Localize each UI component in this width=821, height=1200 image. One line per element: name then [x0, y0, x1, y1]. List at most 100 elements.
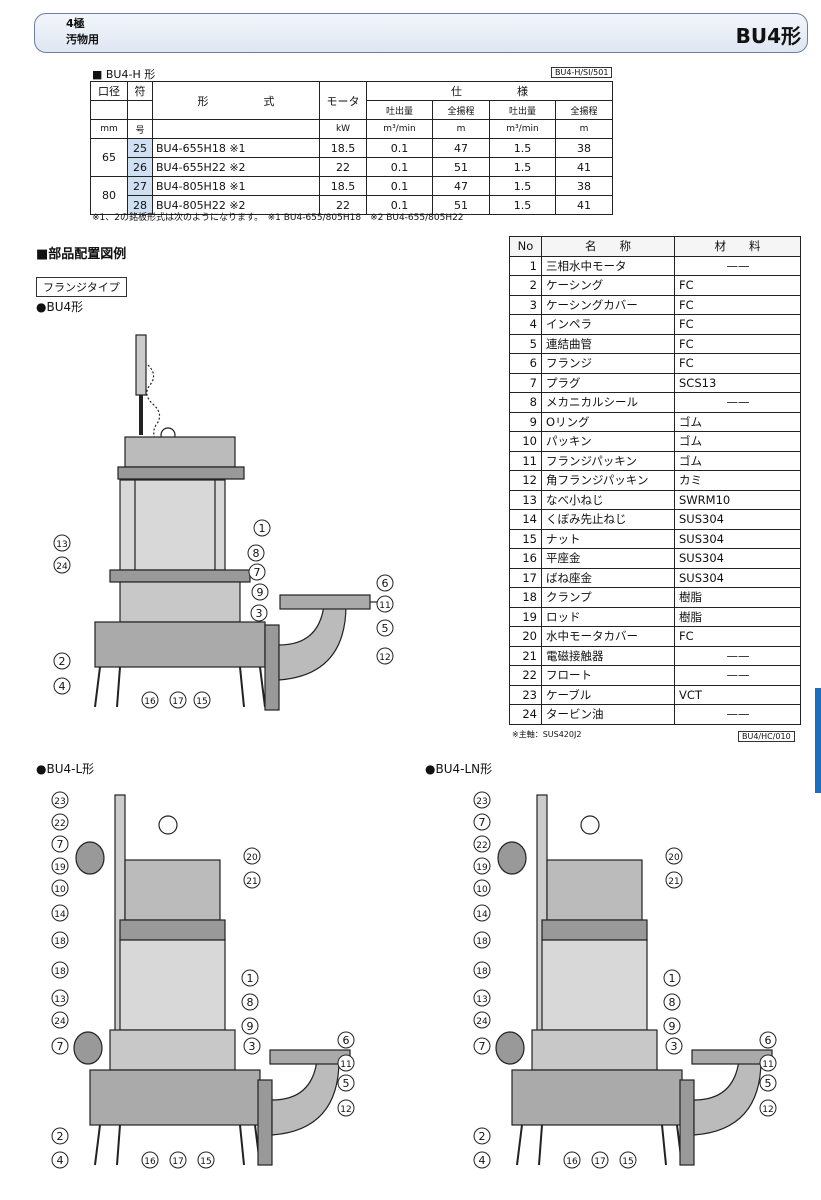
part-name: パッキン: [541, 431, 675, 452]
callout-6: 6: [343, 1034, 350, 1047]
callout-3: 3: [249, 1040, 256, 1053]
callout-16: 16: [566, 1157, 578, 1167]
callout-18: 18: [476, 937, 488, 947]
row-h2: 41: [554, 195, 614, 215]
table-row: 26 BU4-655H22 ※2 22 0.1 51 1.5 41: [91, 157, 614, 177]
callout-4: 4: [479, 1154, 486, 1167]
section-title: ■部品配置図例: [36, 247, 127, 262]
parts-table-ref: BU4/HC/010: [738, 731, 795, 742]
callout-6: 6: [765, 1034, 772, 1047]
row-q2: 1.5: [488, 176, 556, 196]
callout-8: 8: [247, 996, 254, 1009]
row-q2: 1.5: [488, 138, 556, 158]
row-q1: 0.1: [366, 138, 433, 158]
row-h2: 38: [554, 138, 614, 158]
bore-cell: 65: [90, 138, 128, 177]
callout-12: 12: [762, 1105, 773, 1115]
part-material: ゴム: [674, 411, 801, 432]
row-q1: 0.1: [366, 157, 433, 177]
part-name: タービン油: [541, 704, 675, 725]
callout-17: 17: [594, 1157, 605, 1167]
row-no: 26: [127, 157, 153, 177]
unit-sign: 号: [127, 119, 153, 139]
callout-7: 7: [254, 566, 261, 579]
th-motor: モータ: [319, 81, 367, 120]
part-no: 19: [509, 606, 542, 627]
part-name: ケーブル: [541, 684, 675, 705]
figure-label-bu4ln: ●BU4-LN形: [425, 762, 493, 776]
part-material: カミ: [674, 470, 801, 491]
callout-12: 12: [340, 1105, 351, 1115]
part-no: 13: [509, 489, 542, 510]
part-name: 電磁接触器: [541, 645, 675, 666]
th-head2: 全揚程: [554, 100, 614, 120]
side-tab-marker: [815, 688, 821, 793]
part-material: FC: [674, 294, 801, 315]
part-name: 角フランジパッキン: [541, 470, 675, 491]
drawing-bu4ln: 23 7 22 19 10 14 18 18 13 24 7 2 4 20 21…: [473, 791, 777, 1169]
row-kw: 22: [319, 195, 367, 215]
unit-q2: m³/min: [488, 119, 556, 139]
row-no: 25: [127, 138, 153, 158]
callout-18: 18: [476, 967, 488, 977]
row-h2: 41: [554, 157, 614, 177]
part-name: メカニカルシール: [541, 392, 675, 413]
callout-4: 4: [57, 1154, 64, 1167]
callout-2: 2: [57, 1130, 64, 1143]
th-discharge2: 吐出量: [488, 100, 556, 120]
callout-20: 20: [246, 853, 258, 863]
part-name: フランジパッキン: [541, 450, 675, 471]
part-name: ばね座金: [541, 567, 675, 588]
callout-19: 19: [476, 863, 488, 873]
callout-18: 18: [54, 967, 66, 977]
callout-7: 7: [57, 1040, 64, 1053]
th-head1: 全揚程: [432, 100, 490, 120]
part-no: 4: [509, 314, 542, 335]
part-material: ——: [674, 255, 801, 276]
callout-9: 9: [257, 586, 264, 599]
spec-table-title: ■ BU4-H 形: [92, 68, 156, 81]
part-material: SWRM10: [674, 489, 801, 510]
page-header: [34, 13, 808, 53]
callout-3: 3: [256, 607, 263, 620]
page-title: BU4形: [735, 24, 801, 48]
part-no: 17: [509, 567, 542, 588]
callout-15: 15: [622, 1157, 633, 1167]
table-row: 28 BU4-805H22 ※2 22 0.1 51 1.5 41: [91, 195, 614, 215]
part-name: プラグ: [541, 372, 675, 393]
part-no: 24: [509, 704, 542, 725]
callout-18: 18: [54, 937, 66, 947]
row-model: BU4-655H18 ※1: [152, 138, 320, 158]
figure-label-bu4l: ●BU4-L形: [36, 762, 95, 776]
part-no: 1: [509, 255, 542, 276]
row-kw: 18.5: [319, 176, 367, 196]
part-material: SUS304: [674, 509, 801, 530]
table-row: 80 27 BU4-805H18 ※1 18.5 0.1 47 1.5 38: [90, 176, 614, 215]
callout-16: 16: [144, 697, 156, 707]
callout-24: 24: [56, 562, 68, 572]
callout-6: 6: [382, 577, 389, 590]
part-name: 三相水中モータ: [541, 255, 675, 276]
unit-q1: m³/min: [366, 119, 433, 139]
part-material: ゴム: [674, 431, 801, 452]
unit-motor: kW: [319, 119, 367, 139]
callout-17: 17: [172, 1157, 183, 1167]
unit-h1: m: [432, 119, 490, 139]
callout-2: 2: [59, 655, 66, 668]
part-name: くぼみ先止ねじ: [541, 509, 675, 530]
callout-21: 21: [246, 877, 257, 887]
row-h1: 47: [432, 176, 490, 196]
th-sign: 符: [127, 81, 153, 101]
part-name: インペラ: [541, 314, 675, 335]
part-no: 14: [509, 509, 542, 530]
part-no: 15: [509, 528, 542, 549]
callout-16: 16: [144, 1157, 156, 1167]
